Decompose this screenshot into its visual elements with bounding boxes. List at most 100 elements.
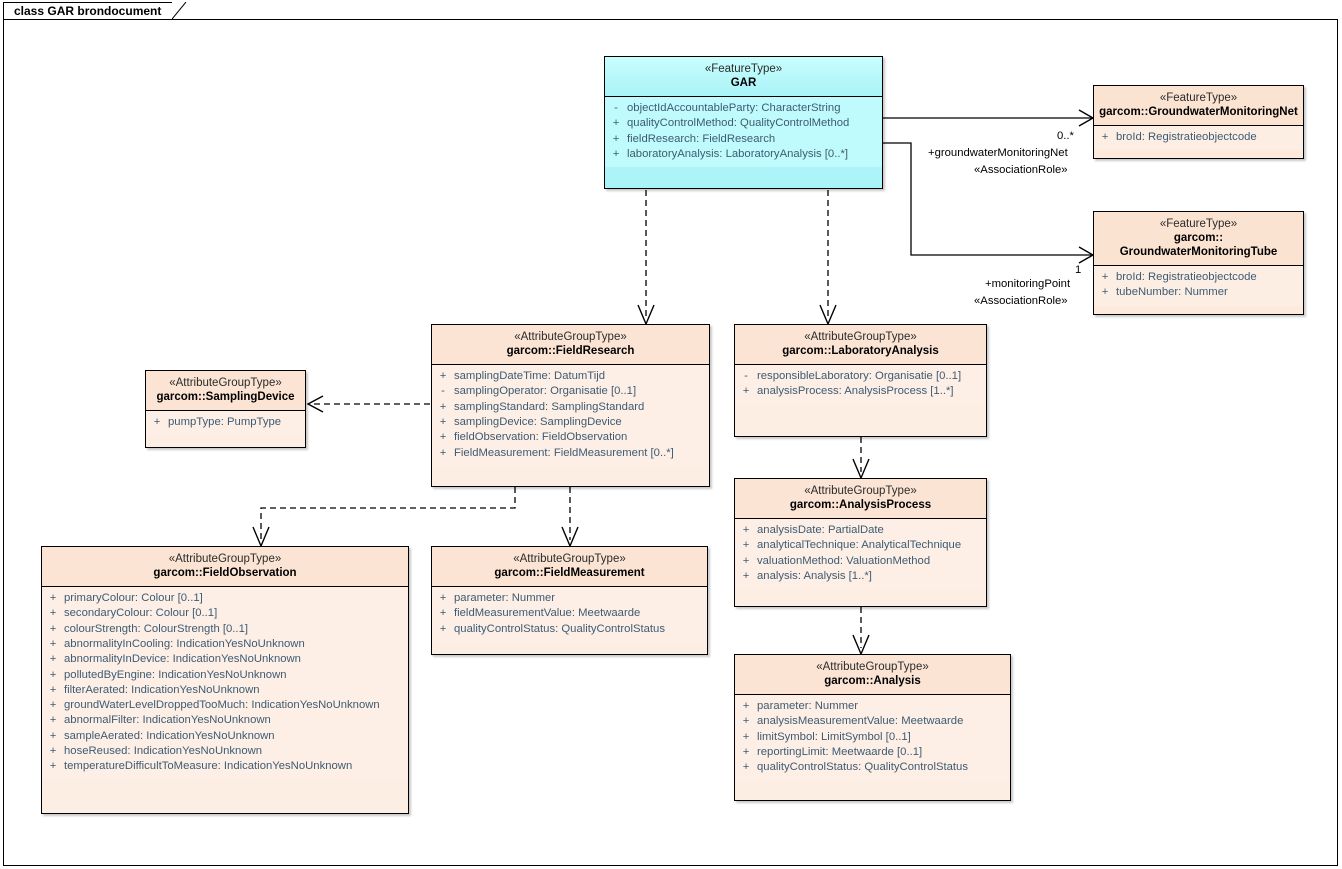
attribute-visibility: + — [439, 400, 447, 413]
attribute-row: +qualityControlMethod: QualityControlMet… — [605, 116, 882, 131]
class-attributes-samplingdevice: +pumpType: PumpType — [146, 411, 305, 436]
attribute-visibility: + — [49, 699, 57, 712]
attribute-row: +hoseReused: IndicationYesNoUnknown — [42, 744, 408, 759]
attribute-text: tubeNumber: Nummer — [1116, 286, 1228, 299]
class-header-fieldmeasurement: «AttributeGroupType» garcom::FieldMeasur… — [432, 547, 707, 588]
class-stereotype: «FeatureType» — [1159, 218, 1238, 230]
attribute-row: +secondaryColour: Colour [0..1] — [42, 606, 408, 621]
attribute-visibility: + — [742, 539, 750, 552]
class-box-fieldresearch[interactable]: «AttributeGroupType» garcom::FieldResear… — [431, 324, 710, 487]
class-box-groundwatermonitoringtube[interactable]: «FeatureType» garcom:: GroundwaterMonito… — [1093, 211, 1304, 315]
attribute-text: analysisProcess: AnalysisProcess [1..*] — [757, 385, 954, 398]
attribute-row: +tubeNumber: Nummer — [1094, 285, 1303, 300]
attribute-text: broId: Registratieobjectcode — [1116, 271, 1257, 284]
attribute-row: +analysis: Analysis [1..*] — [735, 569, 986, 584]
attribute-text: broId: Registratieobjectcode — [1116, 131, 1257, 144]
attribute-row: +FieldMeasurement: FieldMeasurement [0..… — [432, 446, 709, 461]
attribute-text: pollutedByEngine: IndicationYesNoUnknown — [64, 668, 287, 681]
attribute-row: +fieldResearch: FieldResearch — [605, 132, 882, 147]
class-attributes-groundwatermonitoringnet: +broId: Registratieobjectcode — [1094, 126, 1303, 151]
attribute-text: samplingDevice: SamplingDevice — [454, 415, 622, 428]
attribute-visibility: + — [439, 415, 447, 428]
attribute-row: +analysisMeasurementValue: Meetwaarde — [735, 714, 1010, 729]
role-monitoringpoint: +monitoringPoint — [985, 278, 1071, 290]
class-stereotype: «AttributeGroupType» — [169, 377, 282, 389]
attribute-text: valuationMethod: ValuationMethod — [757, 554, 931, 567]
attribute-visibility: + — [49, 637, 57, 650]
class-box-samplingdevice[interactable]: «AttributeGroupType» garcom::SamplingDev… — [145, 370, 306, 448]
class-name: garcom::LaboratoryAnalysis — [782, 345, 939, 358]
class-name: garcom::Analysis — [824, 675, 921, 688]
class-header-analysis: «AttributeGroupType» garcom::Analysis — [735, 655, 1010, 696]
class-attributes-laboratoryanalysis: -responsibleLaboratory: Organisatie [0..… — [735, 365, 986, 405]
diagram-title-label: class GAR brondocument — [14, 4, 162, 18]
class-name: garcom::GroundwaterMonitoringNet — [1099, 106, 1298, 119]
class-attributes-fieldmeasurement: +parameter: Nummer+fieldMeasurementValue… — [432, 587, 707, 642]
class-box-gar[interactable]: «FeatureType» GAR -objectIdAccountablePa… — [604, 56, 883, 189]
attribute-row: +filterAerated: IndicationYesNoUnknown — [42, 683, 408, 698]
attribute-row: -samplingOperator: Organisatie [0..1] — [432, 384, 709, 399]
attribute-row: -objectIdAccountableParty: CharacterStri… — [605, 101, 882, 116]
attribute-row: + abnormalityInCooling: IndicationYesNoUn… — [42, 637, 408, 652]
attribute-visibility: + — [742, 554, 750, 567]
attribute-text: parameter: Nummer — [454, 592, 556, 605]
class-name: garcom::FieldObservation — [153, 567, 297, 580]
attribute-visibility: + — [49, 714, 57, 727]
role-groundwatermonitoringnet: +groundwaterMonitoringNet — [928, 147, 1068, 159]
attribute-row: -responsibleLaboratory: Organisatie [0..… — [735, 369, 986, 384]
attribute-visibility: + — [49, 729, 57, 742]
attribute-row: +qualityControlStatus: QualityControlSta… — [735, 760, 1010, 775]
attribute-visibility: - — [614, 102, 618, 115]
attribute-text: objectIdAccountableParty: CharacterStrin… — [627, 102, 841, 115]
attribute-text: FieldMeasurement: FieldMeasurement [0..*… — [454, 446, 674, 459]
attribute-visibility: + — [612, 132, 620, 145]
class-box-analysisprocess[interactable]: «AttributeGroupType» garcom::AnalysisPro… — [734, 478, 987, 607]
attribute-row: +reportingLimit: Meetwaarde [0..1] — [735, 745, 1010, 760]
attribute-row: + valuationMethod: ValuationMethod — [735, 554, 986, 569]
class-stereotype: «FeatureType» — [1159, 92, 1238, 104]
attribute-visibility: + — [1101, 271, 1109, 284]
attribute-text: abnormalFilter: IndicationYesNoUnknown — [64, 714, 271, 727]
attribute-visibility: + — [439, 431, 447, 444]
attribute-row: +limitSymbol: LimitSymbol [0..1] — [735, 730, 1010, 745]
class-header-fieldobservation: «AttributeGroupType» garcom::FieldObserv… — [42, 547, 408, 588]
class-box-fieldobservation[interactable]: «AttributeGroupType» garcom::FieldObserv… — [41, 546, 409, 814]
attribute-row: +abnormalityInDevice: IndicationYesNoUnk… — [42, 652, 408, 667]
attribute-row: + broId: Registratieobjectcode — [1094, 270, 1303, 285]
diagram-frame — [3, 19, 1338, 866]
attribute-row: + pollutedByEngine: IndicationYesNoUnknow… — [42, 668, 408, 683]
attribute-visibility: + — [742, 385, 750, 398]
class-stereotype: «AttributeGroupType» — [168, 553, 282, 565]
attribute-visibility: + — [742, 730, 750, 743]
attribute-text: analysis: Analysis [1..*] — [757, 569, 872, 582]
attribute-visibility: - — [441, 385, 445, 398]
attribute-visibility: + — [742, 524, 750, 537]
attribute-text: samplingDateTime: DatumTijd — [454, 370, 606, 383]
attribute-visibility: + — [612, 117, 620, 130]
attribute-text: abnormalityInCooling: IndicationYesNoUnk… — [64, 637, 305, 650]
attribute-row: +temperatureDifficultToMeasure: Indicati… — [42, 759, 408, 774]
attribute-row: +laboratoryAnalysis: LaboratoryAnalysis … — [605, 147, 882, 162]
attribute-visibility: + — [49, 622, 57, 635]
attribute-text: primaryColour: Colour [0..1] — [64, 592, 203, 605]
diagram-title-tab: class GAR brondocument — [3, 2, 173, 19]
attribute-row: +samplingDateTime: DatumTijd — [432, 369, 709, 384]
class-stereotype: «AttributeGroupType» — [804, 331, 917, 343]
attribute-row: +samplingStandard: SamplingStandard — [432, 400, 709, 415]
class-box-analysis[interactable]: «AttributeGroupType» garcom::Analysis +p… — [734, 654, 1011, 801]
class-box-laboratoryanalysis[interactable]: «AttributeGroupType» garcom::LaboratoryA… — [734, 324, 987, 437]
attribute-row: +qualityControlStatus: QualityControlSta… — [432, 622, 707, 637]
attribute-row: +fieldObservation: FieldObservation — [432, 430, 709, 445]
class-box-groundwatermonitoringnet[interactable]: «FeatureType» garcom::GroundwaterMonitor… — [1093, 85, 1304, 159]
attribute-visibility: + — [49, 653, 57, 666]
attribute-visibility: + — [49, 607, 57, 620]
class-header-groundwatermonitoringnet: «FeatureType» garcom::GroundwaterMonitor… — [1094, 86, 1303, 127]
attribute-visibility: + — [49, 668, 57, 681]
attribute-text: samplingOperator: Organisatie [0..1] — [454, 385, 637, 398]
attribute-text: reportingLimit: Meetwaarde [0..1] — [757, 745, 923, 758]
attribute-visibility: + — [49, 745, 57, 757]
attribute-visibility: + — [742, 700, 750, 713]
class-box-fieldmeasurement[interactable]: «AttributeGroupType» garcom::FieldMeasur… — [431, 546, 708, 655]
class-stereotype: «FeatureType» — [704, 63, 783, 75]
multiplicity-monitoringtube: 1 — [1075, 264, 1082, 276]
